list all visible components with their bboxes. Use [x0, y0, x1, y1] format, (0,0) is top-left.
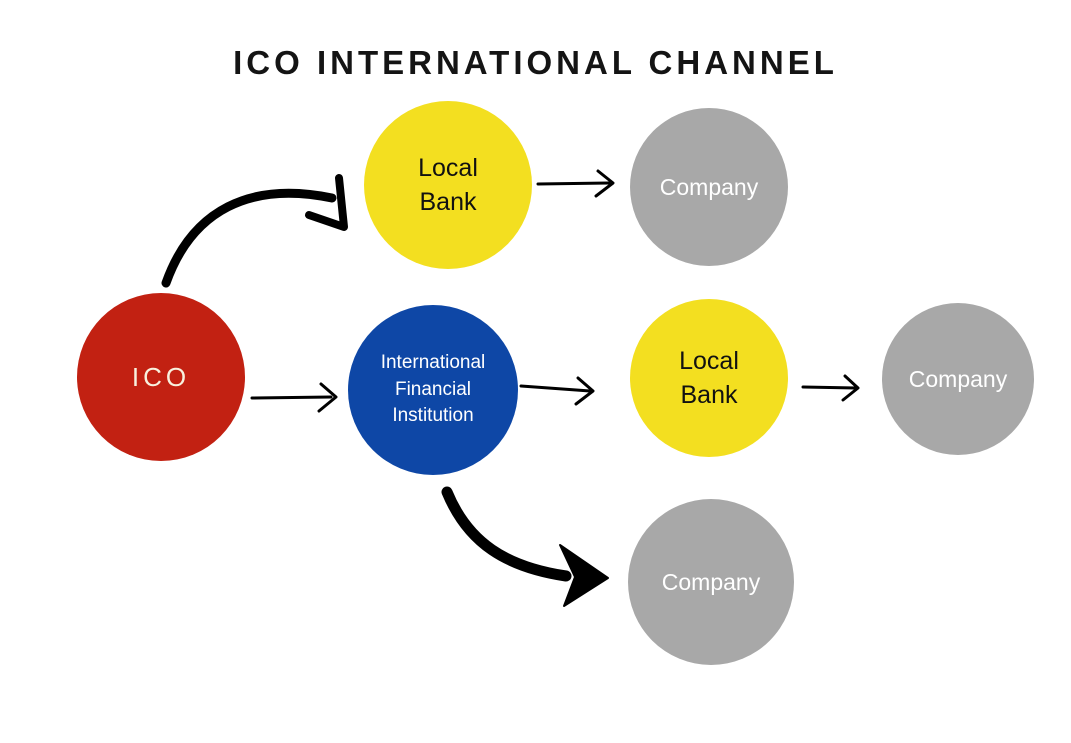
- arrow-ico-to-local-bank-top: [161, 174, 348, 288]
- node-ico: ICO: [77, 293, 245, 461]
- node-company-right-label: Company: [908, 365, 1008, 392]
- node-company-top: Company: [630, 108, 788, 266]
- diagram-title: ICO INTERNATIONAL CHANNEL: [233, 44, 838, 81]
- node-company-bottom-label: Company: [661, 568, 761, 595]
- node-local-bank-middle-label: Local Bank: [679, 346, 739, 410]
- node-ico-label: ICO: [131, 361, 191, 392]
- node-company-top-label: Company: [659, 173, 759, 200]
- node-local-bank-top: Local Bank: [364, 101, 532, 269]
- arrow-local-bank-top-to-company-top: [536, 169, 615, 198]
- node-company-right: Company: [882, 303, 1034, 455]
- node-local-bank-top-label: Local Bank: [418, 153, 478, 217]
- arrow-ifi-to-company-bottom: [441, 486, 609, 607]
- arrow-ico-to-ifi: [250, 382, 338, 413]
- node-ifi-label: International Financial Institution: [380, 351, 486, 427]
- node-company-bottom: Company: [628, 499, 794, 665]
- arrow-local-bank-middle-to-company-right: [801, 374, 860, 402]
- node-international-financial-institution: International Financial Institution: [348, 305, 518, 475]
- arrow-ifi-to-local-bank-middle: [519, 376, 595, 406]
- node-local-bank-middle: Local Bank: [630, 299, 788, 457]
